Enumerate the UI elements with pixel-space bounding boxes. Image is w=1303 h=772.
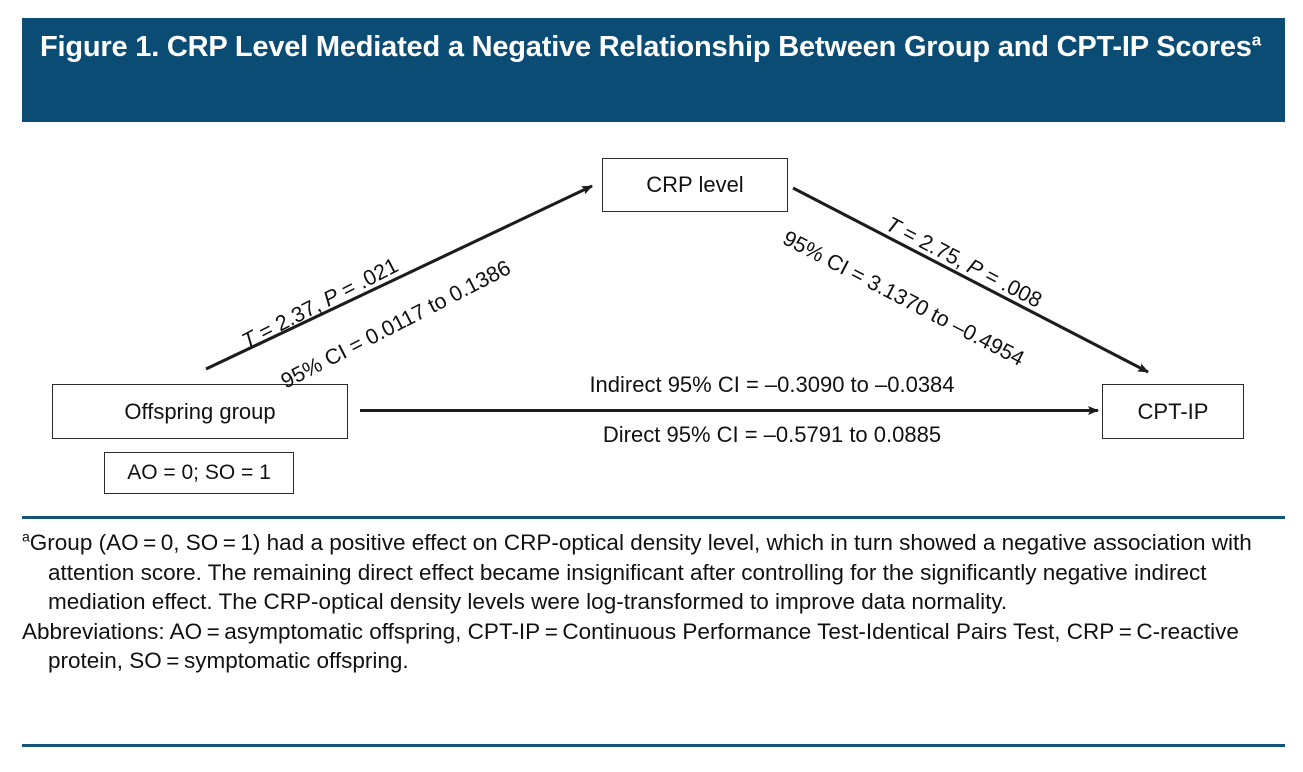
edge-label-direct-ci: Direct 95% CI = –0.5791 to 0.0885 (602, 422, 942, 447)
page-title-footnote-marker: a (1251, 30, 1261, 50)
node-crp-level-label: CRP level (646, 172, 744, 197)
edge-label-indirect-ci: Indirect 95% CI = –0.3090 to –0.0384 (589, 372, 955, 397)
node-group-coding: AO = 0; SO = 1 (104, 452, 294, 494)
mediation-diagram: CRP level Offspring group AO = 0; SO = 1… (0, 122, 1303, 514)
node-group-coding-label: AO = 0; SO = 1 (127, 461, 271, 484)
divider-below-footnote (22, 744, 1285, 747)
page-title-text: Figure 1. CRP Level Mediated a Negative … (40, 31, 1252, 63)
diagram-arrows (205, 184, 1149, 415)
arrow-group-to-crp (205, 184, 593, 371)
footnote-note-text: Group (AO = 0, SO = 1) had a positive ef… (29, 530, 1252, 614)
node-cpt-ip-label: CPT-IP (1137, 398, 1209, 424)
figure-title-bar: Figure 1. CRP Level Mediated a Negative … (22, 18, 1285, 122)
footnote-paragraph-note: aGroup (AO = 0, SO = 1) had a positive e… (22, 528, 1287, 617)
footnote-abbreviations-text: Abbreviations: AO = asymptomatic offspri… (22, 618, 1239, 674)
footnote-block: aGroup (AO = 0, SO = 1) had a positive e… (22, 528, 1287, 676)
node-cpt-ip: CPT-IP (1102, 384, 1244, 439)
node-offspring-group-label: Offspring group (124, 398, 276, 424)
footnote-marker: a (22, 528, 30, 545)
node-crp-level: CRP level (602, 158, 788, 212)
footnote-paragraph-abbreviations: Abbreviations: AO = asymptomatic offspri… (22, 617, 1287, 676)
arrow-crp-to-cptip (792, 186, 1149, 374)
divider-above-footnote (22, 516, 1285, 519)
page-title: Figure 1. CRP Level Mediated a Negative … (40, 29, 1267, 65)
footnote-marker-group: a (22, 530, 30, 555)
node-offspring-group: Offspring group (52, 384, 348, 439)
